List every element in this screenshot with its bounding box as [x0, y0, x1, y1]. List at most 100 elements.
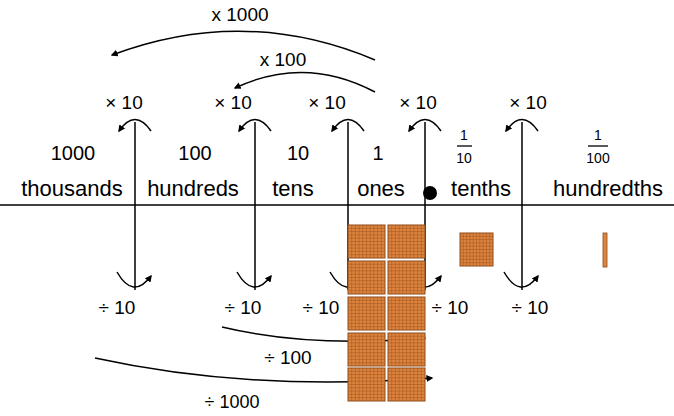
grid-line: [388, 323, 425, 324]
grid-line: [348, 352, 385, 353]
base-ten-rod: [603, 233, 607, 267]
grid-line: [348, 244, 385, 245]
flat-face: [348, 261, 385, 294]
operation-label: x 1000: [209, 5, 270, 25]
grid-line: [388, 313, 425, 314]
base-ten-flat: [388, 368, 425, 401]
base-ten-flat: [348, 225, 385, 258]
grid-line: [489, 233, 490, 266]
grid-line: [460, 259, 493, 260]
grid-line: [388, 394, 425, 395]
place-value-number: 10: [285, 143, 311, 164]
divide-10-arc: [504, 272, 538, 287]
column-divider: [134, 122, 136, 290]
grid-line: [388, 359, 425, 360]
grid-line: [373, 261, 374, 294]
grid-line: [388, 280, 425, 281]
base-ten-flat: [460, 233, 493, 266]
grid-line: [348, 290, 385, 291]
grid-line: [381, 333, 382, 366]
grid-line: [421, 261, 422, 294]
grid-line: [388, 287, 425, 288]
grid-line: [410, 297, 411, 330]
operation-label: × 10: [507, 93, 549, 113]
grid-line: [377, 225, 378, 258]
grid-line: [460, 252, 493, 253]
place-name: tens: [270, 177, 316, 200]
grid-line: [421, 368, 422, 401]
place-name: hundredths: [551, 177, 665, 200]
grid-line: [388, 244, 425, 245]
operation-label: × 10: [306, 93, 348, 113]
divide-10-arcs: [117, 272, 538, 287]
grid-line: [348, 362, 385, 363]
flat-face: [460, 233, 493, 266]
base-ten-flat: [388, 225, 425, 258]
operation-label: × 10: [397, 93, 439, 113]
grid-line: [388, 290, 425, 291]
grid-line: [348, 251, 385, 252]
place-value-number: 100: [176, 143, 213, 164]
grid-line: [388, 254, 425, 255]
place-name: ones: [355, 177, 407, 200]
grid-line: [348, 394, 385, 395]
fraction-bar: [588, 145, 608, 146]
grid-line: [417, 333, 418, 366]
grid-line: [388, 277, 425, 278]
place-value-number: 1000: [49, 143, 98, 164]
grid-line: [388, 387, 425, 388]
grid-line: [348, 241, 385, 242]
grid-line: [373, 333, 374, 366]
grid-line: [388, 362, 425, 363]
base-ten-flat: [348, 333, 385, 366]
grid-line: [348, 349, 385, 350]
divide-10-arc: [117, 272, 151, 287]
operation-label: ÷ 1000: [203, 393, 262, 412]
grid-line: [388, 397, 425, 398]
base-ten-blocks: [348, 225, 607, 401]
grid-line: [370, 368, 371, 401]
place-name: tenths: [449, 177, 513, 200]
grid-line: [377, 333, 378, 366]
grid-line: [388, 391, 425, 392]
column-dividers: [135, 122, 522, 290]
grid-line: [388, 326, 425, 327]
grid-line: [483, 233, 484, 266]
operation-label: ÷ 10: [301, 298, 342, 318]
grid-line: [348, 397, 385, 398]
place-name: thousands: [19, 177, 125, 200]
grid-line: [348, 254, 385, 255]
column-divider: [521, 122, 523, 290]
times-100-arc: [235, 72, 375, 92]
flat-face: [348, 368, 385, 401]
times-10-arc: [239, 120, 271, 132]
fraction-denominator: 100: [584, 151, 611, 166]
grid-line: [377, 297, 378, 330]
grid-line: [413, 261, 414, 294]
grid-line: [388, 316, 425, 317]
grid-line: [421, 225, 422, 258]
base-ten-flat: [388, 261, 425, 294]
grid-line: [413, 333, 414, 366]
grid-line: [410, 261, 411, 294]
times-10-arcs: [119, 120, 538, 132]
grid-line: [377, 368, 378, 401]
flat-face: [388, 261, 425, 294]
fraction-denominator: 10: [454, 151, 474, 166]
operation-label: ÷ 10: [510, 298, 551, 318]
grid-line: [348, 248, 385, 249]
operation-label: ÷ 10: [97, 298, 138, 318]
grid-line: [388, 248, 425, 249]
grid-line: [460, 256, 493, 257]
grid-line: [381, 297, 382, 330]
divide-10-arc: [237, 272, 271, 287]
operation-label: × 10: [212, 93, 254, 113]
flat-face: [388, 225, 425, 258]
grid-line: [410, 225, 411, 258]
base-ten-flat: [348, 368, 385, 401]
grid-line: [388, 384, 425, 385]
grid-line: [348, 323, 385, 324]
grid-line: [388, 284, 425, 285]
